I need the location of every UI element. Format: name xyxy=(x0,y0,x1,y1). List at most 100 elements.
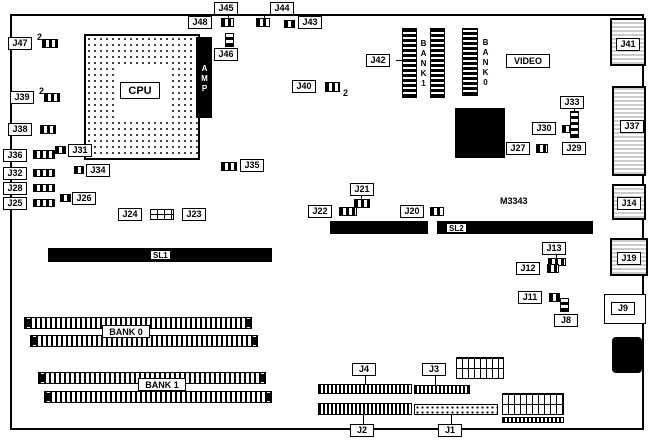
label-j22: J22 xyxy=(308,205,332,218)
jumper-j34 xyxy=(74,166,84,174)
jumper-j20 xyxy=(430,207,444,216)
jumper-j22 xyxy=(339,207,357,216)
jumper-j30 xyxy=(562,125,571,133)
lead-line xyxy=(361,195,362,199)
chip-id-text: M3343 xyxy=(500,196,528,206)
lead-line xyxy=(365,376,366,384)
jumper-j33 xyxy=(570,111,579,138)
lead-line xyxy=(574,108,575,111)
label-j1: J1 xyxy=(438,424,462,437)
label-j8: J8 xyxy=(554,314,578,327)
label-j9: J9 xyxy=(611,302,635,315)
label-j34: J34 xyxy=(86,164,110,177)
bank1-module-left xyxy=(402,28,417,98)
bank1-vertical-label: BANK1 xyxy=(419,39,428,89)
label-j26: J26 xyxy=(72,192,96,205)
bank0-module xyxy=(462,28,478,96)
amp-chip xyxy=(196,37,212,118)
connector-j4 xyxy=(318,384,412,394)
jumper-j11 xyxy=(549,293,560,302)
jumper-j39 xyxy=(44,93,60,102)
jumper-j24-j23 xyxy=(150,209,174,220)
video-label: VIDEO xyxy=(506,54,550,68)
label-j39-note: 2 xyxy=(39,86,45,96)
connector-j3 xyxy=(414,385,470,394)
connector-j1 xyxy=(414,404,498,415)
sl1-label: SL1 xyxy=(150,250,171,260)
jumper-j12 xyxy=(547,264,559,273)
label-j33: J33 xyxy=(560,96,584,109)
label-j13: J13 xyxy=(542,242,566,255)
lead-line xyxy=(264,15,265,18)
cpu-label: CPU xyxy=(120,82,160,99)
bank1-label: BANK 1 xyxy=(138,378,186,391)
lead-line xyxy=(556,254,557,258)
jumper-j25 xyxy=(33,199,55,207)
lead-line xyxy=(435,376,436,385)
label-j2: J2 xyxy=(350,424,374,437)
jumper-j44 xyxy=(256,18,270,27)
label-j37: J37 xyxy=(620,120,644,133)
label-j45: J45 xyxy=(214,2,238,15)
label-j29: J29 xyxy=(562,142,586,155)
label-j4: J4 xyxy=(352,363,376,376)
label-j42: J42 xyxy=(366,54,390,67)
sl2-label: SL2 xyxy=(446,223,467,233)
jumper-j36 xyxy=(33,150,55,159)
bank1-module-right xyxy=(430,28,445,98)
label-j11: J11 xyxy=(518,291,542,304)
label-j23: J23 xyxy=(182,208,206,221)
jumper-j32 xyxy=(33,169,55,177)
jumper-j43 xyxy=(284,20,295,28)
jumper-j31 xyxy=(55,146,66,154)
label-j36: J36 xyxy=(3,149,27,162)
lead-line xyxy=(451,414,452,424)
label-j20: J20 xyxy=(400,205,424,218)
pin-strip xyxy=(502,417,564,423)
lead-line xyxy=(228,15,229,18)
slot-sl1: SL1 xyxy=(48,248,272,262)
label-j19: J19 xyxy=(617,252,641,265)
jumper-j8 xyxy=(560,298,569,312)
jumper-j38 xyxy=(40,125,56,134)
jumper-j46 xyxy=(225,33,234,47)
jumper-j47 xyxy=(42,39,58,48)
label-j24: J24 xyxy=(118,208,142,221)
label-j43: J43 xyxy=(298,16,322,29)
jumper-j26 xyxy=(60,194,71,202)
jumper-j45 xyxy=(221,18,234,27)
bank0-vertical-label: BANK0 xyxy=(481,38,490,88)
label-j27: J27 xyxy=(506,142,530,155)
label-j47-note: 2 xyxy=(37,32,43,42)
label-j25: J25 xyxy=(3,197,27,210)
jumper-j40 xyxy=(325,82,340,92)
lead-line xyxy=(396,60,404,61)
amp-label: AMP xyxy=(200,64,209,94)
dimm-bank1-slot2 xyxy=(44,391,272,403)
label-j32: J32 xyxy=(3,167,27,180)
slot-sl2: SL2 xyxy=(437,221,593,234)
label-j14: J14 xyxy=(617,197,641,210)
label-j38: J38 xyxy=(8,123,32,136)
jumper-j21 xyxy=(354,199,370,208)
label-j39: J39 xyxy=(10,91,34,104)
lead-line xyxy=(363,415,364,424)
connector-j2 xyxy=(318,403,412,415)
label-j35: J35 xyxy=(240,159,264,172)
jumper-j35 xyxy=(221,162,237,171)
label-j48: J48 xyxy=(188,16,212,29)
label-j40: J40 xyxy=(292,80,316,93)
bank0-label: BANK 0 xyxy=(102,325,150,338)
pin-grid-upper xyxy=(456,357,504,379)
label-j28: J28 xyxy=(3,182,27,195)
label-j30: J30 xyxy=(532,122,556,135)
edge-black-connector xyxy=(612,337,642,373)
video-chip xyxy=(455,108,505,158)
label-j41: J41 xyxy=(616,38,640,51)
slot-unlabeled xyxy=(330,221,428,234)
label-j40-note: 2 xyxy=(343,88,349,98)
label-j12: J12 xyxy=(516,262,540,275)
pin-grid-lower xyxy=(502,393,564,415)
label-j46: J46 xyxy=(214,48,238,61)
